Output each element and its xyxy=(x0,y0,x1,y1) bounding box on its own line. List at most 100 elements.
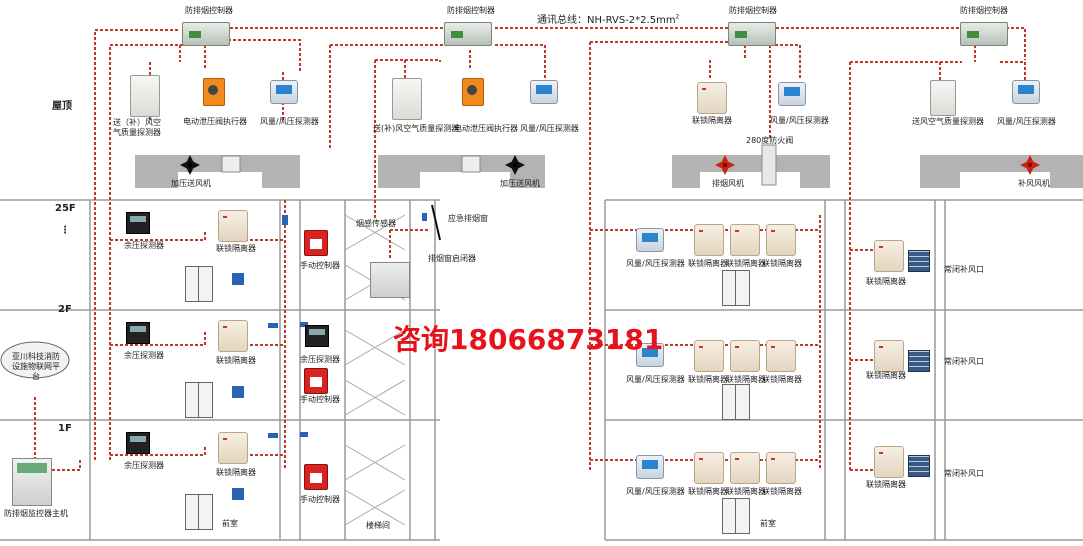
door xyxy=(722,270,750,306)
floor-roof: 屋顶 xyxy=(52,101,72,112)
cloud-icon xyxy=(0,341,70,379)
airflow-detector xyxy=(778,82,806,106)
rp-label-stair: 余压探测器 xyxy=(300,355,340,364)
isolator xyxy=(730,224,760,256)
left-air-quality-label: 送（补）风空气质量探测器 xyxy=(113,118,161,137)
pressure-valve-actuator xyxy=(462,78,484,106)
airflow-label-r1: 风量/风压探测器 xyxy=(626,259,685,268)
isolator xyxy=(874,340,904,372)
fire-damper-label: 280度防火阀 xyxy=(746,136,794,145)
manual-controller xyxy=(304,368,328,394)
iso-r2a: 联锁隔离器 xyxy=(688,375,728,384)
door xyxy=(185,382,213,418)
iso-far-1: 联锁隔离器 xyxy=(866,277,906,286)
left-actuator-label: 电动泄压阀执行器 xyxy=(183,117,247,126)
mid-actuator-label: 电动泄压阀执行器 xyxy=(454,124,518,133)
mid-airflow-label: 风量/风压探测器 xyxy=(520,124,579,133)
stairwell-label: 楼梯间 xyxy=(366,521,390,530)
iso-far-2: 联锁隔离器 xyxy=(866,371,906,380)
iso-r1a: 联锁隔离器 xyxy=(688,259,728,268)
controller-label-1: 防排烟控制器 xyxy=(185,6,233,15)
isolator xyxy=(766,224,796,256)
airflow-detector xyxy=(636,343,664,367)
damper-icon xyxy=(232,386,244,398)
manual-label-2f: 手动控制器 xyxy=(300,395,340,404)
bus-label: 通讯总线：NH-RVS-2*2.5mm2 xyxy=(537,13,680,26)
controller-label-2: 防排烟控制器 xyxy=(447,6,495,15)
pressure-valve-actuator xyxy=(203,78,225,106)
controller-label-3: 防排烟控制器 xyxy=(729,6,777,15)
residual-pressure-detector xyxy=(126,322,150,344)
iso-label-2f: 联锁隔离器 xyxy=(216,356,256,365)
damper-icon xyxy=(232,273,244,285)
isolator xyxy=(766,340,796,372)
air-quality-detector xyxy=(930,80,956,116)
isolator xyxy=(874,240,904,272)
airflow-detector xyxy=(636,228,664,252)
vent-label-1: 常闭补风口 xyxy=(944,265,984,274)
airflow-label-r2: 风量/风压探测器 xyxy=(626,375,685,384)
airflow-detector xyxy=(1012,80,1040,104)
smoke-controller-1 xyxy=(182,22,230,46)
iso-r2b: 联锁隔离器 xyxy=(726,375,766,384)
damper-icon xyxy=(232,488,244,500)
isolator xyxy=(218,320,248,352)
vent-label-2: 常闭补风口 xyxy=(944,357,984,366)
manual-controller xyxy=(304,464,328,490)
door xyxy=(185,494,213,530)
airflow-detector xyxy=(530,80,558,104)
airflow-detector xyxy=(270,80,298,104)
makeup-fan-label: 补风风机 xyxy=(1018,179,1050,188)
rp-label-2f: 余压探测器 xyxy=(124,351,164,360)
window-opener-panel xyxy=(370,262,410,298)
isolator xyxy=(694,452,724,484)
residual-pressure-detector xyxy=(305,325,329,347)
mid-air-quality-label: 送(补)风空气质量探测器 xyxy=(373,124,460,133)
host-label: 防排烟监控器主机 xyxy=(4,509,68,518)
contact-watermark: 咨询18066873181 xyxy=(393,323,664,356)
air-quality-detector xyxy=(130,75,160,117)
air-quality-detector xyxy=(392,78,422,120)
vent-icon xyxy=(908,350,930,372)
floor-25f: 25F xyxy=(55,203,76,214)
airflow-detector xyxy=(636,455,664,479)
residual-pressure-detector xyxy=(126,432,150,454)
vent-icon xyxy=(908,250,930,272)
isolator xyxy=(697,82,727,114)
smoke-controller-2 xyxy=(444,22,492,46)
window-opener-label: 排烟窗启闭器 xyxy=(428,254,476,263)
front-room-label: 前室 xyxy=(222,519,238,528)
iso-r3b: 联锁隔离器 xyxy=(726,487,766,496)
isolator xyxy=(218,210,248,242)
door xyxy=(722,498,750,534)
smoke-window-label: 应急排烟窗 xyxy=(448,214,488,223)
rp-label-25f: 余压探测器 xyxy=(124,241,164,250)
right-airflow-label: 风量/风压探测器 xyxy=(770,116,829,125)
right-isolator-label: 联锁隔离器 xyxy=(692,116,732,125)
manual-controller xyxy=(304,230,328,256)
cloud-platform-label: 亚川科技消防设施物联网平台 xyxy=(12,352,60,381)
red-fan-icon xyxy=(715,155,1040,175)
manual-label-25f: 手动控制器 xyxy=(300,261,340,270)
manual-label-1f: 手动控制器 xyxy=(300,495,340,504)
isolator xyxy=(730,340,760,372)
door xyxy=(722,384,750,420)
smoke-sensor-label: 烟感传感器 xyxy=(356,219,396,228)
iso-r3c: 联锁隔离器 xyxy=(762,487,802,496)
left-fan-label: 加压送风机 xyxy=(171,179,211,188)
isolator xyxy=(874,446,904,478)
airflow-label-r3: 风量/风压探测器 xyxy=(626,487,685,496)
left-airflow-label: 风量/风压探测器 xyxy=(260,117,319,126)
controller-label-4: 防排烟控制器 xyxy=(960,6,1008,15)
isolator xyxy=(766,452,796,484)
iso-r1b: 联锁隔离器 xyxy=(726,259,766,268)
monitor-host xyxy=(12,458,52,506)
floor-1f: 1F xyxy=(58,423,72,434)
floor-2f: 2F xyxy=(58,304,72,315)
iso-label-1f: 联锁隔离器 xyxy=(216,468,256,477)
fire-damper-icon xyxy=(761,144,777,186)
iso-r2c: 联锁隔离器 xyxy=(762,375,802,384)
floor-dots: ⋮ xyxy=(60,225,70,236)
